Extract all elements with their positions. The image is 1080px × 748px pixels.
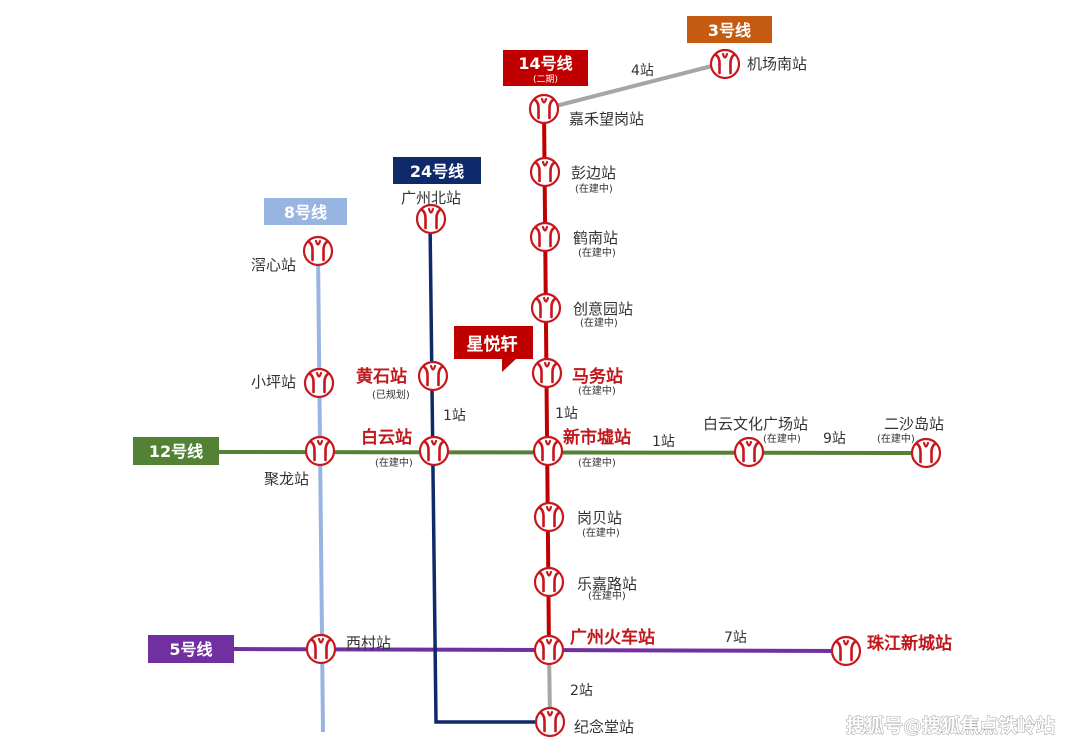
metro-logo-icon[interactable] [304, 435, 336, 467]
line-12-track [217, 450, 926, 455]
station-label: 机场南站 [747, 55, 807, 73]
metro-logo-icon[interactable] [533, 501, 565, 533]
station-label: 滘心站 [251, 256, 296, 274]
station-label: 新市墟站 [563, 427, 631, 448]
metro-logo-icon[interactable] [529, 221, 561, 253]
station-status: (在建中) [877, 432, 915, 445]
property-callout[interactable]: 星悦轩 [454, 326, 533, 372]
station-status: (在建中) [763, 432, 801, 445]
metro-logo-icon[interactable] [532, 435, 564, 467]
watermark: 搜狐号@搜狐焦点铁岭站 [846, 714, 1055, 737]
station-label: 珠江新城站 [867, 633, 952, 654]
metro-logo-icon[interactable] [418, 435, 450, 467]
station-label: 白云文化广场站 [703, 415, 808, 433]
station-label: 乐嘉路站 [577, 575, 637, 593]
stop-count: 7站 [724, 630, 747, 646]
line-phase: (二期) [533, 74, 558, 85]
station-label: 聚龙站 [264, 470, 309, 488]
stop-count: 1站 [443, 408, 466, 424]
metro-logo-icon[interactable] [530, 292, 562, 324]
metro-logo-icon[interactable] [415, 203, 447, 235]
station-label: 马务站 [572, 366, 623, 387]
line-name: 24号线 [410, 162, 464, 181]
station-labels: 机场南站 嘉禾望岗站 彭边站 (在建中) 鹤南站 (在建中) 创意园站 (在建中… [251, 55, 952, 736]
metro-logo-icon[interactable] [533, 566, 565, 598]
line-name: 3号线 [708, 21, 751, 40]
station-status: (在建中) [588, 589, 626, 602]
station-label: 二沙岛站 [884, 415, 944, 433]
line-24-track [428, 219, 548, 724]
stop-count: 1站 [555, 406, 578, 422]
metro-logo-icon[interactable] [417, 360, 449, 392]
station-label: 嘉禾望岗站 [569, 110, 644, 128]
station-label: 黄石站 [356, 366, 407, 387]
connector-gray-airport [543, 64, 713, 111]
station-status: (在建中) [375, 456, 413, 469]
station-label: 小坪站 [251, 373, 296, 391]
line-name: 12号线 [149, 442, 203, 461]
metro-logo-icon[interactable] [303, 367, 335, 399]
metro-logo-icon[interactable] [302, 235, 334, 267]
metro-logo-icon[interactable] [910, 437, 942, 469]
station-label: 岗贝站 [577, 509, 622, 527]
line-name: 8号线 [284, 203, 327, 222]
station-status: (在建中) [578, 384, 616, 397]
station-label: 广州火车站 [570, 627, 655, 648]
line-name: 14号线 [518, 54, 572, 73]
metro-logo-icon[interactable] [305, 633, 337, 665]
line-badge-12: 12号线 [133, 437, 219, 465]
station-status: (在建中) [578, 246, 616, 259]
metro-logo-icon[interactable] [528, 93, 560, 125]
line-name: 5号线 [169, 640, 212, 659]
metro-logo-icon[interactable] [533, 634, 565, 666]
callout-label: 星悦轩 [467, 334, 518, 355]
line-badge-3: 3号线 [687, 16, 772, 43]
line-badge-5: 5号线 [148, 635, 234, 663]
line-badge-8: 8号线 [264, 198, 347, 225]
stop-count: 4站 [631, 63, 654, 79]
metro-logo-icon[interactable] [709, 48, 741, 80]
station-label: 纪念堂站 [574, 718, 634, 736]
station-status: (已规划) [372, 388, 410, 401]
metro-logo-icon[interactable] [733, 436, 765, 468]
metro-logo-icon[interactable] [830, 635, 862, 667]
line-badge-24: 24号线 [393, 157, 481, 184]
metro-logo-icon[interactable] [534, 706, 566, 738]
station-label: 白云站 [361, 427, 412, 448]
station-label: 广州北站 [401, 189, 461, 207]
stop-count: 9站 [823, 431, 846, 447]
line-badge-14: 14号线 (二期) [503, 50, 588, 86]
station-label: 创意园站 [573, 300, 633, 318]
station-status: (在建中) [582, 526, 620, 539]
station-label: 西村站 [346, 634, 391, 652]
station-status: (在建中) [580, 316, 618, 329]
station-status: (在建中) [578, 456, 616, 469]
stop-count: 2站 [570, 683, 593, 699]
station-label: 彭边站 [571, 164, 616, 182]
station-label: 鹤南站 [573, 229, 618, 247]
stop-count: 1站 [652, 434, 675, 450]
stop-counts: 4站 1站 1站 1站 9站 7站 2站 [443, 63, 846, 699]
metro-logo-icon[interactable] [531, 357, 563, 389]
station-status: (在建中) [575, 182, 613, 195]
metro-logo-icon[interactable] [529, 156, 561, 188]
